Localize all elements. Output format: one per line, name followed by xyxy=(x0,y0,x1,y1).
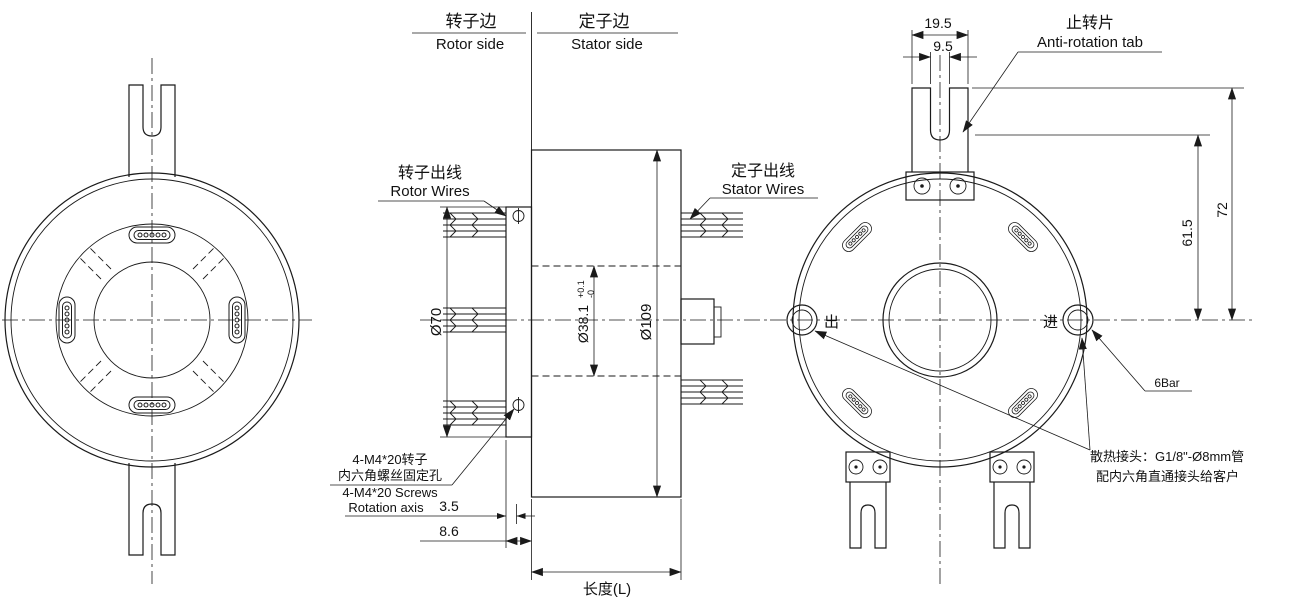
anti-rotation-label-en: Anti-rotation tab xyxy=(1037,34,1143,51)
stator-side-label-cn: 定子边 xyxy=(579,12,630,31)
pressure-callout: 6Bar xyxy=(1091,329,1192,392)
section-view: Ø70 Ø38.1 +0.1 -0 Ø109 3. xyxy=(330,12,818,598)
rear-connector-nw xyxy=(839,219,875,255)
dim-height-61-5-label: 61.5 xyxy=(1179,219,1195,246)
pressure-label: 6Bar xyxy=(1154,376,1179,390)
rotor-wires-label-en: Rotor Wires xyxy=(390,183,469,200)
dim-body-diameter-label: Ø109 xyxy=(638,304,655,341)
rotor-flange xyxy=(505,206,533,438)
rotor-wire-bundle-top xyxy=(443,212,506,238)
dim-tab-slot: 9.5 xyxy=(903,38,977,84)
stator-wires-label-cn: 定子出线 xyxy=(731,162,795,180)
stator-side-label-en: Stator side xyxy=(571,36,643,53)
dim-flange-diameter-label: Ø70 xyxy=(428,308,445,336)
hub-circle xyxy=(93,261,211,379)
dim-bore-diameter-label: Ø38.1 xyxy=(575,305,591,343)
flange-circle xyxy=(55,223,249,417)
dim-height-72: 72 xyxy=(972,87,1244,321)
rear-connector-ne xyxy=(1005,219,1041,255)
dim-tab-width-label: 19.5 xyxy=(924,15,951,31)
rear-view: 出 进 19.5 xyxy=(770,14,1252,585)
dim-height-72-label: 72 xyxy=(1214,202,1230,218)
center-bore xyxy=(882,262,998,378)
rotor-wire-bundle-bottom xyxy=(443,400,506,426)
port-out-label: 出 xyxy=(824,314,839,331)
stator-body xyxy=(530,149,682,498)
port-in xyxy=(1062,304,1094,336)
dim-body-diameter: Ø109 xyxy=(638,149,662,498)
rear-connector-se xyxy=(1005,385,1041,421)
rotor-side-label-cn: 转子边 xyxy=(446,12,497,31)
dim-height-61-5: 61.5 xyxy=(975,134,1210,321)
dim-offset-8-6: 8.6 xyxy=(420,499,533,580)
cooling-note: 散热接头：G1/8"-Ø8mm管 配内六角直通接头给客户 xyxy=(814,330,1244,484)
rear-outer-ring-inner-edge xyxy=(798,178,1082,462)
rear-outer-ring xyxy=(792,172,1088,468)
bottom-bracket-right xyxy=(989,451,1035,549)
top-fork-tab xyxy=(128,84,176,177)
dim-bore-tolerance-lower: -0 xyxy=(586,290,596,298)
dim-offset-3-5-label: 3.5 xyxy=(439,498,459,514)
port-out xyxy=(786,304,818,336)
flange-screw-top xyxy=(512,208,525,224)
screws-note-cn2: 内六角螺丝固定孔 xyxy=(338,468,442,483)
dim-length: 长度(L) xyxy=(530,499,682,598)
dim-offset-8-6-label: 8.6 xyxy=(439,523,459,539)
bottom-bracket-left xyxy=(845,451,891,549)
anti-rotation-label-cn: 止转片 xyxy=(1066,14,1114,32)
side-labels: 转子边 Rotor side 定子边 Stator side xyxy=(412,12,678,53)
dim-bore-diameter: Ø38.1 +0.1 -0 xyxy=(575,265,599,377)
dim-bore-tolerance-upper: +0.1 xyxy=(576,280,586,298)
center-bore-inner xyxy=(888,268,992,372)
rear-connector-sw xyxy=(839,385,875,421)
screws-note-en2: Rotation axis xyxy=(348,500,424,515)
hidden-diagonal-lines xyxy=(78,246,226,394)
screws-note-en1: 4-M4*20 Screws xyxy=(342,485,438,500)
screws-note: 4-M4*20转子 内六角螺丝固定孔 4-M4*20 Screws Rotati… xyxy=(330,408,515,515)
rotor-wires-callout: 转子出线 Rotor Wires xyxy=(378,164,507,217)
stator-wires-callout: 定子出线 Stator Wires xyxy=(689,162,818,220)
anti-rotation-tab xyxy=(905,87,975,201)
screws-note-cn1: 4-M4*20转子 xyxy=(352,452,427,467)
outer-ring-inner-edge xyxy=(10,178,294,462)
outer-ring xyxy=(4,172,300,468)
dim-flange-diameter: Ø70 xyxy=(428,206,506,438)
cooling-note-line1: 散热接头：G1/8"-Ø8mm管 xyxy=(1090,449,1244,464)
stator-wire-bundle-top xyxy=(681,212,743,238)
stator-wire-bundle-bottom xyxy=(681,379,743,405)
rotor-wire-bundle-middle xyxy=(443,307,506,333)
stator-wires-label-en: Stator Wires xyxy=(722,181,805,198)
port-in-label: 进 xyxy=(1043,314,1058,331)
air-connector-stub xyxy=(680,298,722,345)
dim-tab-slot-label: 9.5 xyxy=(933,38,953,54)
anti-rotation-callout: 止转片 Anti-rotation tab xyxy=(962,14,1162,133)
cooling-note-line2: 配内六角直通接头给客户 xyxy=(1096,469,1239,484)
flange-screw-bottom xyxy=(512,397,525,413)
front-view xyxy=(2,58,312,584)
rotor-wires-label-cn: 转子出线 xyxy=(398,164,462,182)
dim-length-label: 长度(L) xyxy=(583,581,631,598)
dim-offset-3-5: 3.5 xyxy=(345,440,535,548)
rotor-side-label-en: Rotor side xyxy=(436,36,504,53)
bottom-fork-tab xyxy=(128,463,176,556)
